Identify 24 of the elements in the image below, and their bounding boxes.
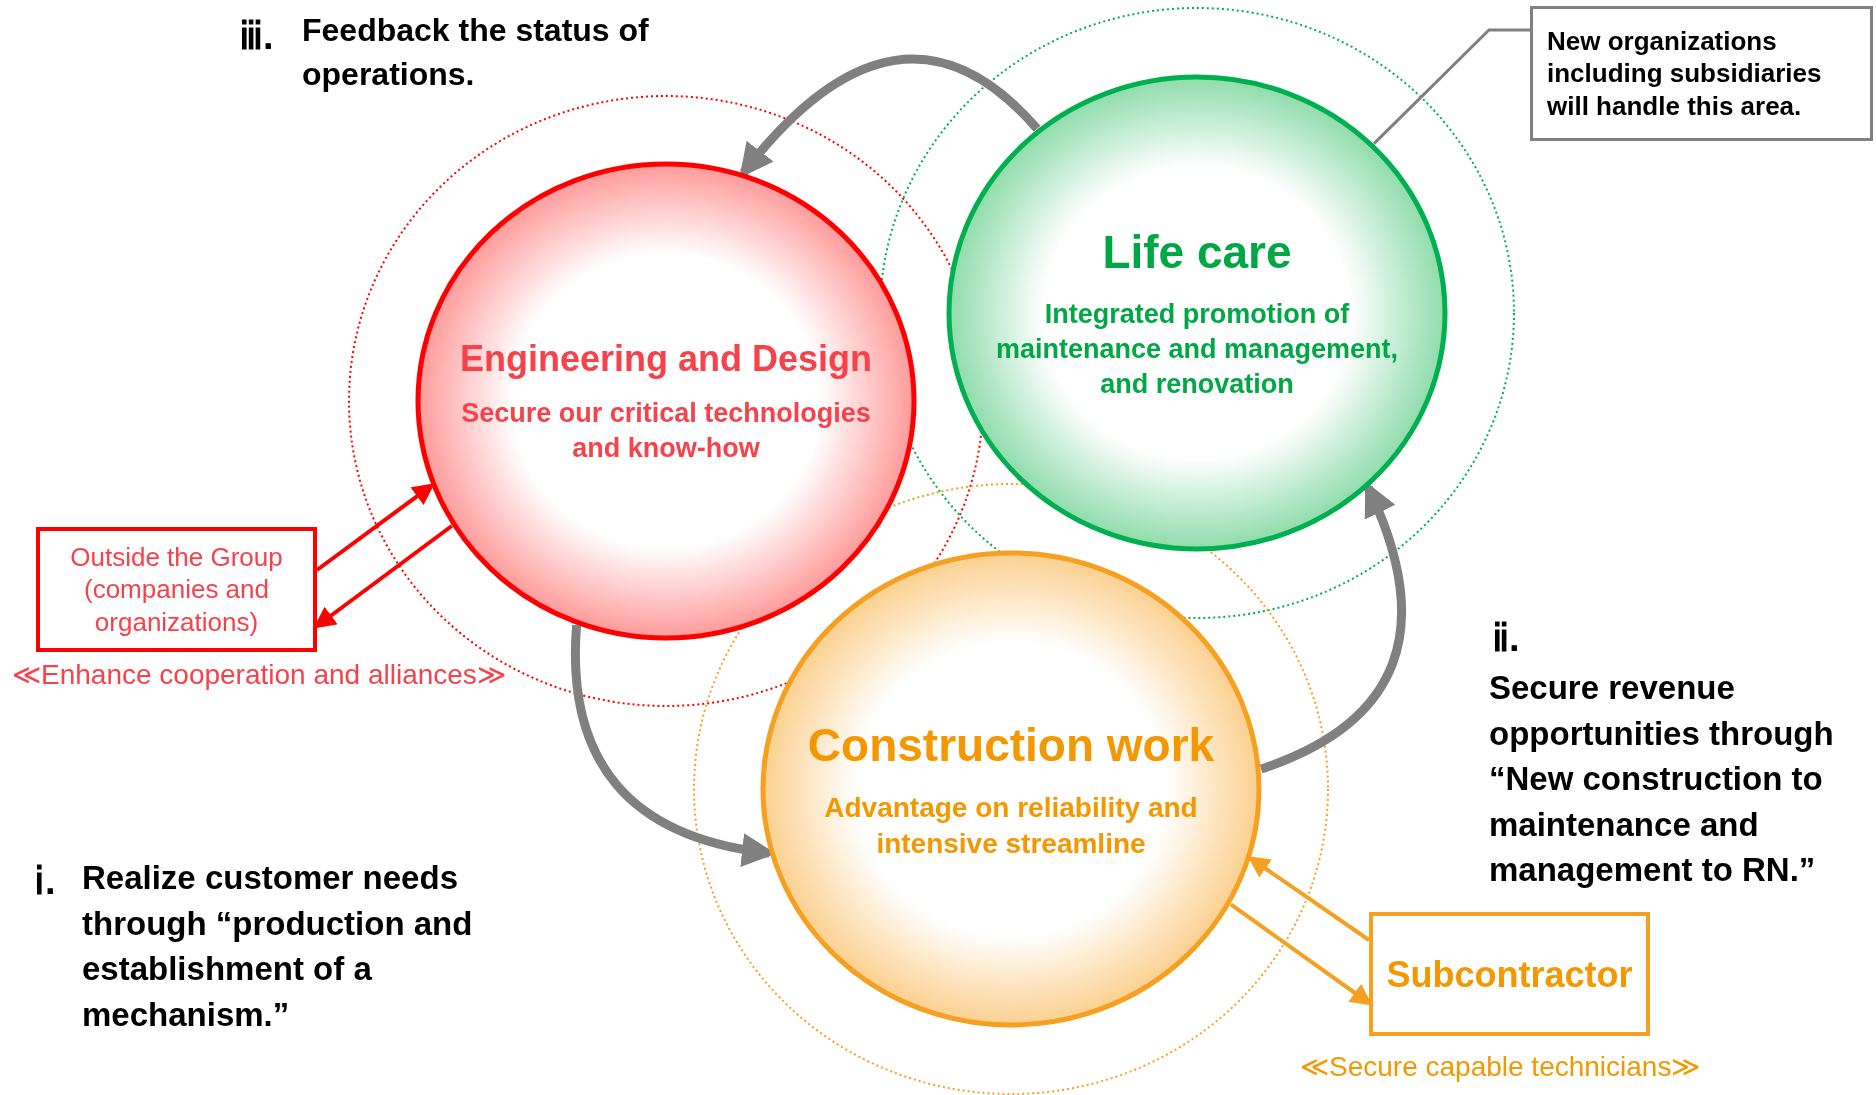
circle-title: Construction work xyxy=(807,717,1215,773)
step-text: Feedback the status of operations. xyxy=(302,11,650,95)
circle-title: Engineering and Design xyxy=(459,336,873,381)
node-caption: ≪Enhance cooperation and alliances≫ xyxy=(12,658,506,691)
circle-title: Life care xyxy=(1102,225,1292,281)
label-box xyxy=(36,527,317,652)
callout-text: New organizations including subsidiaries will handle this area. xyxy=(1547,24,1823,123)
arrow xyxy=(1247,856,1371,942)
circle xyxy=(946,74,1448,552)
leader-line xyxy=(1372,28,1530,145)
step-text: Realize customer needs through “production and establishment of a mechanism.” xyxy=(82,858,474,1035)
circle xyxy=(760,550,1262,1028)
callout-box xyxy=(1530,6,1873,141)
circle-description: Advantage on reliability and intensive streamline xyxy=(823,790,1199,861)
step-text: Secure revenue opportunities through “New construction to maintenance and management to RN.” xyxy=(1489,668,1835,891)
circle xyxy=(415,161,917,641)
step-number: ⅲ. xyxy=(239,14,275,59)
box-text: Subcontractor xyxy=(1386,952,1633,997)
node-caption: ≪Secure capable technicians≫ xyxy=(1300,1050,1701,1083)
circle-description: Integrated promotion of maintenance and management, and renovation xyxy=(994,298,1400,402)
box-text: Outside the Group (companies and organizations) xyxy=(69,540,284,639)
label-box xyxy=(1369,912,1650,1036)
circle-description: Secure our critical technologies and know-how xyxy=(460,397,872,466)
step-number: ⅱ. xyxy=(1492,616,1521,661)
